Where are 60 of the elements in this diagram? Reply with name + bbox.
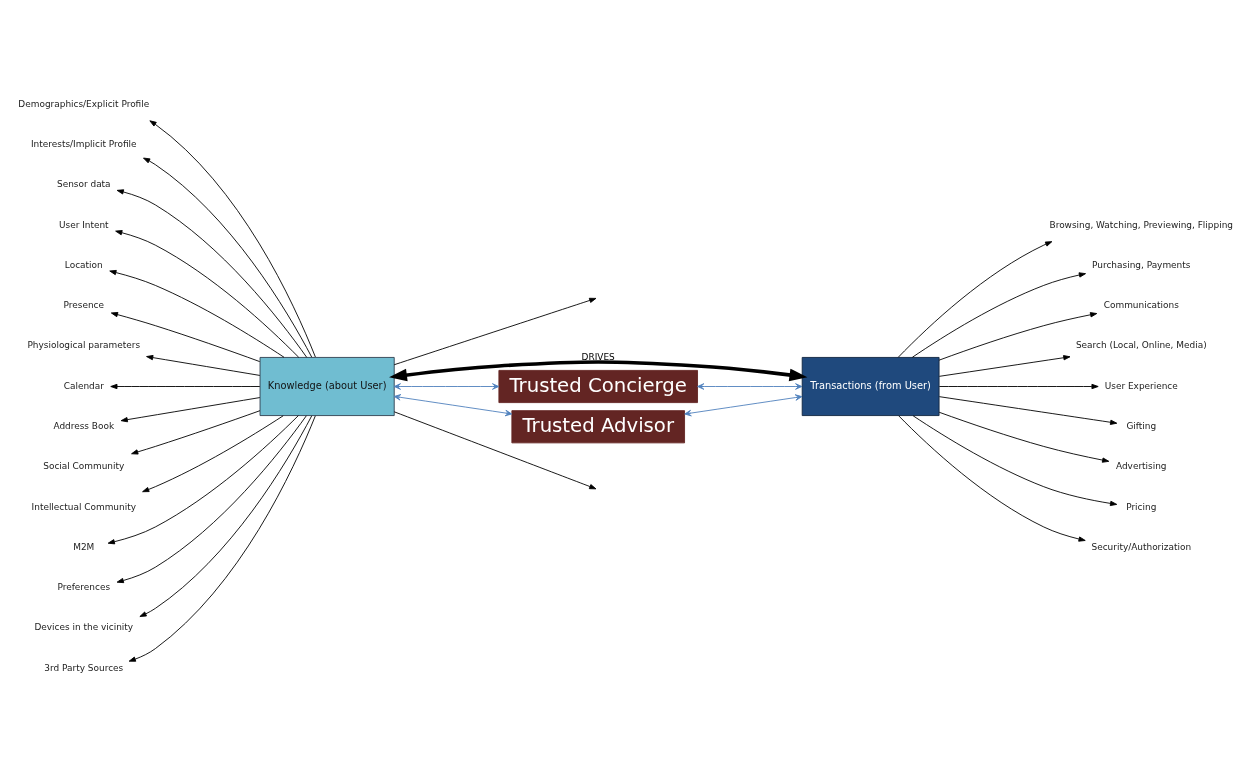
node-text: User Intent	[58, 219, 109, 230]
node-text: Location	[64, 259, 103, 270]
node-text: Interests/Implicit Profile	[30, 138, 137, 149]
node-text: Browsing, Watching, Previewing, Flipping	[1049, 219, 1233, 230]
arrow	[142, 414, 284, 492]
node-text: M2M	[73, 541, 95, 552]
node-text: 3rd Party Sources	[44, 662, 124, 673]
node-text: User Experience	[1104, 380, 1178, 391]
node-text: Security/Authorization	[1091, 541, 1192, 552]
node-text: Calendar	[63, 380, 104, 391]
node-text: Pricing	[1126, 501, 1157, 512]
node-box: Transactions (from User)	[801, 356, 940, 416]
node-text: Intellectual Community	[31, 501, 136, 512]
node-text: Purchasing, Payments	[1092, 259, 1191, 270]
arrow	[128, 414, 316, 662]
arrow	[107, 414, 299, 544]
node-text: Gifting	[1126, 420, 1157, 431]
arrow	[143, 157, 313, 358]
arrow	[897, 240, 1053, 358]
node-text: Communications	[1103, 299, 1179, 310]
node-text: Advertising	[1115, 460, 1167, 471]
edge-label: DRIVES	[581, 351, 615, 362]
arrow	[146, 354, 261, 376]
arrow	[393, 382, 500, 390]
arrow	[938, 411, 1110, 463]
node-text: Demographics/Explicit Profile	[18, 98, 150, 109]
arrow	[115, 229, 300, 358]
node-box: Knowledge (about User)	[259, 356, 395, 416]
arrow	[149, 119, 316, 357]
node-text: Devices in the vicinity	[34, 621, 134, 632]
arrow	[898, 414, 1086, 542]
arrow	[393, 393, 513, 416]
arrow	[393, 410, 597, 489]
arrow	[116, 188, 308, 358]
arrow	[938, 354, 1071, 377]
arrow	[139, 414, 313, 617]
node-text: Social Community	[43, 460, 125, 471]
arrow	[912, 414, 1118, 506]
arrow	[110, 311, 261, 362]
arrow	[389, 359, 808, 381]
arrow	[938, 311, 1098, 361]
node-text: Physiological parameters	[27, 339, 141, 350]
arrow	[938, 383, 1099, 389]
arrow	[911, 271, 1086, 358]
node-text: Address Book	[53, 420, 115, 431]
node-box: Trusted Advisor	[511, 409, 685, 443]
arrow	[938, 395, 1118, 425]
node-text: Search (Local, Online, Media)	[1075, 339, 1207, 350]
arrow	[120, 396, 261, 422]
node-text: Preferences	[57, 581, 111, 592]
arrow	[684, 393, 803, 416]
node-box: Trusted Concierge	[498, 369, 698, 403]
arrow	[697, 382, 803, 390]
arrow	[131, 409, 261, 454]
arrow	[393, 297, 597, 365]
node-text: Sensor data	[56, 178, 111, 189]
arrow	[109, 269, 285, 358]
arrow	[110, 383, 261, 389]
node-text: Presence	[63, 299, 105, 310]
arrow	[116, 414, 307, 583]
